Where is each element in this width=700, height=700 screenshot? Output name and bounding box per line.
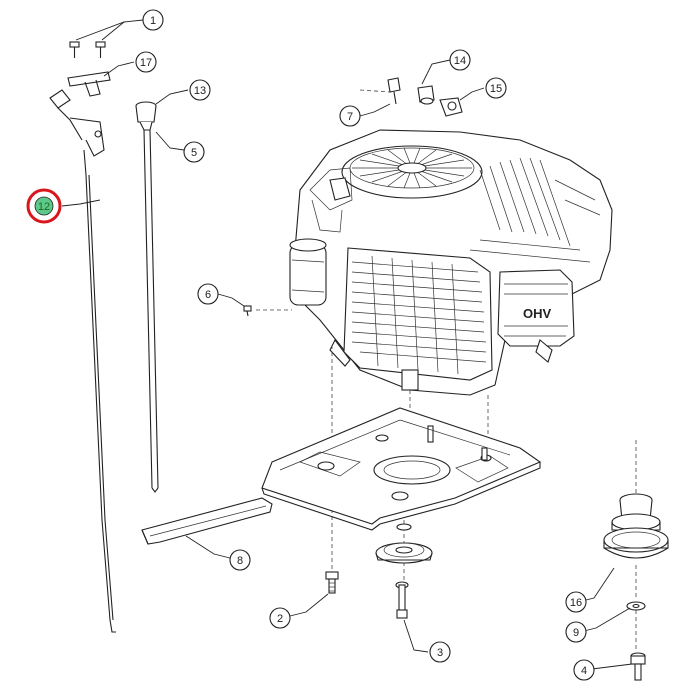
svg-text:15: 15 <box>490 83 502 95</box>
idler-pulley <box>603 493 669 559</box>
svg-text:9: 9 <box>573 627 579 639</box>
callout-9[interactable]: 9 <box>565 621 587 643</box>
callout-1[interactable]: 1 <box>142 9 164 31</box>
svg-text:2: 2 <box>277 613 283 625</box>
mounting-bracket <box>67 71 111 97</box>
svg-text:1: 1 <box>150 15 156 27</box>
dipstick-tube <box>135 101 159 493</box>
svg-text:13: 13 <box>194 85 206 97</box>
callout-15[interactable]: 15 <box>485 77 507 99</box>
debris-shield <box>141 497 273 545</box>
screw-6 <box>243 305 252 317</box>
callout-7[interactable]: 7 <box>339 105 361 127</box>
svg-text:14: 14 <box>454 55 466 67</box>
crank-pulley <box>375 523 433 564</box>
svg-text:16: 16 <box>570 597 582 609</box>
callout-3[interactable]: 3 <box>429 641 451 663</box>
bolt-4 <box>630 652 646 681</box>
bolt-3 <box>395 581 409 619</box>
svg-text:7: 7 <box>347 111 353 123</box>
svg-text:6: 6 <box>205 289 211 301</box>
bolt-2 <box>325 571 339 594</box>
throttle-cable <box>49 89 116 633</box>
svg-text:3: 3 <box>437 647 443 659</box>
leader-lines <box>61 19 633 671</box>
callout-17[interactable]: 17 <box>135 51 157 73</box>
svg-text:17: 17 <box>140 57 152 69</box>
svg-text:5: 5 <box>191 147 197 159</box>
callout-14[interactable]: 14 <box>449 49 471 71</box>
callout-12-highlighted[interactable]: 12 <box>26 188 62 224</box>
callouts: 1 17 13 5 12 14 15 7 <box>26 9 595 681</box>
bolt-pair <box>69 41 106 58</box>
callout-2[interactable]: 2 <box>269 607 291 629</box>
engine-assembly: OHV <box>289 129 613 396</box>
washer-9 <box>626 601 646 611</box>
svg-text:OHV: OHV <box>523 306 552 321</box>
callout-16[interactable]: 16 <box>565 591 587 613</box>
callout-4[interactable]: 4 <box>573 659 595 681</box>
svg-text:4: 4 <box>581 665 587 677</box>
callout-5[interactable]: 5 <box>183 141 205 163</box>
svg-text:8: 8 <box>237 555 243 567</box>
svg-text:12: 12 <box>38 201 50 213</box>
hardware-top <box>387 77 463 117</box>
deck-plate <box>261 407 542 531</box>
callout-6[interactable]: 6 <box>197 283 219 305</box>
callout-8[interactable]: 8 <box>229 549 251 571</box>
callout-13[interactable]: 13 <box>189 79 211 101</box>
